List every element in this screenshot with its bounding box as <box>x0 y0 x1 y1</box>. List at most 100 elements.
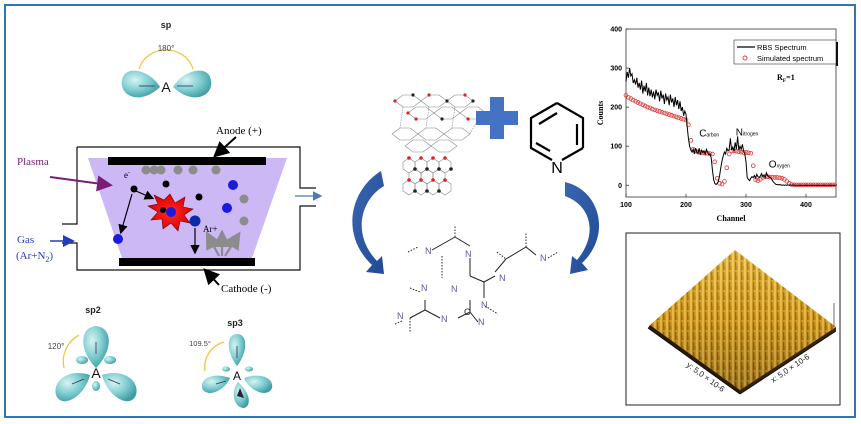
sp2-center-atom: A <box>91 365 101 381</box>
simulated-data-point <box>777 175 782 181</box>
atom-n: N <box>441 314 448 324</box>
simulated-data-point <box>671 113 677 119</box>
gray-atoms <box>141 165 249 226</box>
simulated-data-point <box>710 151 715 157</box>
atom-n: N <box>540 253 547 263</box>
legend-simulated-label: Simulated spectrum <box>757 54 823 63</box>
sp-label: sp <box>161 20 172 30</box>
atom-c: C <box>464 307 471 317</box>
simulated-data-point <box>686 122 691 128</box>
sp-lobe-right <box>173 70 212 98</box>
simulated-data-point <box>770 174 775 180</box>
atom-n: N <box>397 311 404 321</box>
afm-panel: y: 5,0 × 10-6 x: 5,0 × 10-6 <box>625 232 841 406</box>
simulated-data-point <box>650 106 655 112</box>
atom-n: N <box>499 273 506 283</box>
simulated-data-point <box>688 138 694 143</box>
simulated-data-point <box>772 175 778 180</box>
atom-n: N <box>478 317 485 327</box>
sp3-angle-label: 109.5° <box>189 339 211 348</box>
atom-n: N <box>465 249 472 259</box>
sp3-lobe-left <box>201 375 230 393</box>
y-tick-label: 200 <box>610 105 622 112</box>
sp2-angle-arc <box>62 334 80 369</box>
electron-path-arrow <box>135 190 155 200</box>
chart-legend: RBS Spectrum Simulated spectrum <box>733 39 838 66</box>
simulated-data-point <box>724 165 730 170</box>
sp-angle-label: 180° <box>158 44 175 53</box>
sp-angle-arc <box>138 49 194 70</box>
anode-pointer-arrow <box>213 136 237 158</box>
x-tick-label: 200 <box>680 202 692 209</box>
curved-arrow-right <box>565 182 600 274</box>
simulated-data-point <box>666 112 672 117</box>
sp3-lobe-right <box>244 375 273 393</box>
afm-surface-left-edge <box>648 325 740 394</box>
simulated-data-point <box>750 163 756 169</box>
pyridine-molecule: N <box>529 102 585 177</box>
simulated-data-point <box>676 115 682 120</box>
graphite-top-layers <box>391 94 487 153</box>
electron-label: e- <box>124 170 130 180</box>
simulated-data-point <box>726 151 732 157</box>
sp-orbital-diagram: sp 180° A <box>121 20 212 98</box>
sp3-label: sp3 <box>227 318 243 328</box>
chart-x-axis-label: Channel <box>717 214 747 223</box>
simulated-data-point <box>647 105 653 111</box>
simulated-data-point <box>662 110 667 116</box>
simulated-data-point <box>748 150 754 156</box>
chart-plot-area <box>625 28 837 198</box>
argon-ion <box>189 215 201 227</box>
sp2-label: sp2 <box>85 305 101 315</box>
y-tick-label: 400 <box>610 27 622 34</box>
rbs-spectrum-line <box>625 68 836 186</box>
sp3-center-atom: A <box>233 369 241 383</box>
y-tick-label: 300 <box>610 66 622 73</box>
simulated-data-point <box>681 116 686 122</box>
simulated-data-point <box>734 148 739 154</box>
atom-n: N <box>421 283 428 293</box>
simulated-data-point <box>642 103 648 109</box>
plus-icon <box>476 97 518 139</box>
simulated-data-point <box>657 109 662 114</box>
x-tick-label: 400 <box>800 202 812 209</box>
carbon-nitride-structure: N N N N N N N N N N C <box>394 225 559 332</box>
chart-y-axis-label: Counts <box>596 101 605 125</box>
legend-marker-swatch <box>742 55 748 61</box>
plasma-label: Plasma <box>17 156 49 168</box>
simulated-data-point <box>638 101 643 106</box>
ion-label: Ar+ <box>203 224 218 234</box>
y-tick-label: 0 <box>618 183 622 190</box>
sp-lobe-left <box>121 70 160 98</box>
x-tick-label: 300 <box>740 202 752 209</box>
electron-path-arrow <box>118 193 133 235</box>
simulated-data-point <box>767 174 773 180</box>
gas-composition-label: (Ar+N2) <box>16 250 53 264</box>
atom-n: N <box>481 300 488 310</box>
simulated-data-point <box>640 102 646 108</box>
anode-label: Anode (+) <box>216 125 262 137</box>
anode-plate <box>108 157 266 165</box>
sp2-lobe-right <box>102 372 137 402</box>
pyridine-nitrogen: N <box>551 160 563 177</box>
gas-label: Gas <box>17 234 34 246</box>
peak-label: Oxygen <box>769 160 790 171</box>
simulated-data-point <box>664 111 670 117</box>
simulated-data-point <box>669 113 674 118</box>
simulated-data-point <box>674 114 679 120</box>
simulated-data-point <box>659 109 665 115</box>
simulated-data-point <box>654 108 660 113</box>
cathode-plate <box>119 258 255 266</box>
simulated-data-point <box>652 107 658 113</box>
sp2-lobe-left <box>55 372 90 402</box>
sp-center-atom: A <box>161 79 171 95</box>
simulated-data-point <box>645 104 650 110</box>
chart-annotation: RF=1 <box>777 73 795 84</box>
cathode-pointer-arrow <box>203 268 221 286</box>
legend-rbs-label: RBS Spectrum <box>757 43 807 52</box>
simulated-data-point <box>678 116 684 121</box>
simulated-data-point <box>712 159 718 165</box>
curved-arrow-left <box>352 171 384 274</box>
simulated-data-point <box>789 182 794 187</box>
